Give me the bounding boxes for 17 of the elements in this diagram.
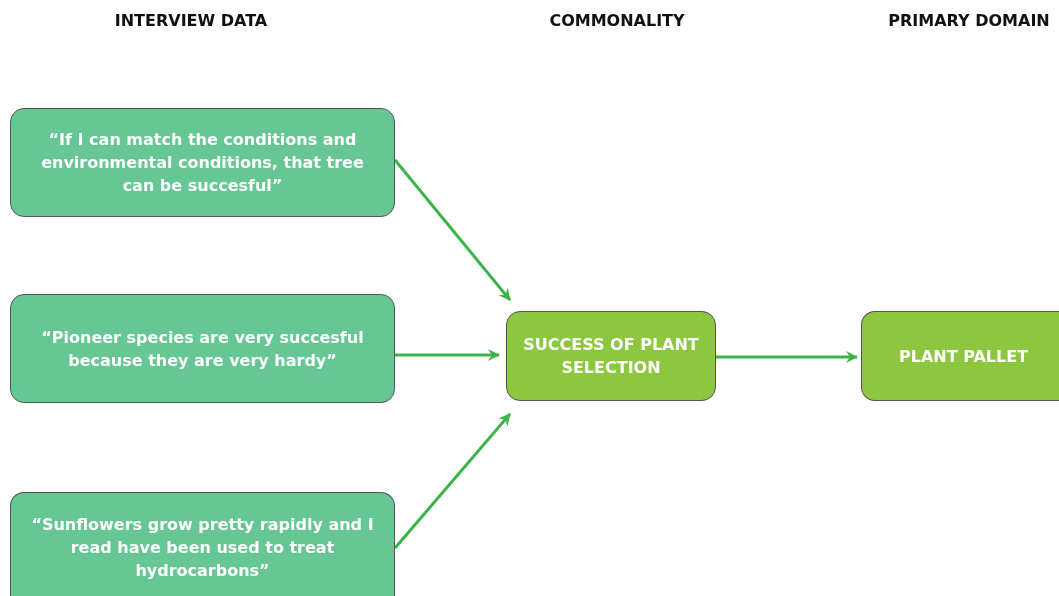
arrow (393, 413, 512, 549)
category-box (861, 311, 1059, 401)
quote-box (10, 108, 395, 217)
category-text: SUCCESS OF PLANT SELECTION (523, 334, 699, 379)
quote-text: “If I can match the conditions and environmental conditions, that tree can be succesful” (40, 129, 365, 197)
category-box (506, 311, 716, 401)
column-heading: PRIMARY DOMAIN (888, 11, 1050, 30)
quote-box (10, 294, 395, 403)
quote-text: “Pioneer species are very succesful because they are very hardy” (40, 326, 365, 372)
category-text: PLANT PALLET (898, 345, 1029, 368)
column-heading: COMMONALITY (549, 11, 685, 30)
arrow (716, 351, 858, 363)
quote-box (10, 492, 395, 596)
arrow (395, 349, 500, 361)
quote-text: “Sunflowers grow pretty rapidly and I read have been used to treat hydrocarbons” (30, 514, 375, 582)
arrow (393, 159, 512, 301)
column-heading: INTERVIEW DATA (114, 11, 268, 30)
